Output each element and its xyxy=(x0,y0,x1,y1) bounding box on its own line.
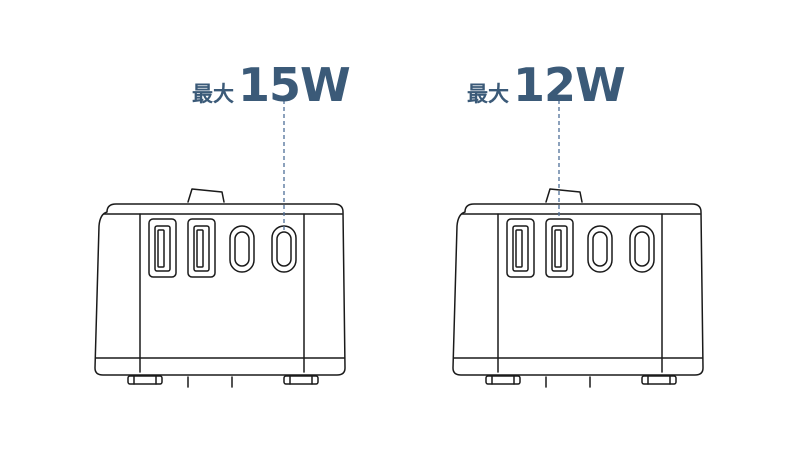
left-wattage-callout: 最大 15W xyxy=(192,58,351,112)
usb-a-port-1 xyxy=(148,218,177,278)
right-travel-adapter xyxy=(452,188,704,388)
bottom-feet xyxy=(127,375,319,388)
adapter-body xyxy=(94,203,346,376)
left-callout-value: 15W xyxy=(238,58,351,112)
usb-a-port-2 xyxy=(187,218,216,278)
right-callout-value: 12W xyxy=(513,58,626,112)
right-callout-prefix: 最大 xyxy=(467,82,509,106)
usb-a-port-2 xyxy=(545,218,574,278)
front-panel xyxy=(139,213,305,373)
adapter-body xyxy=(452,203,704,376)
usb-c-port-1 xyxy=(587,225,613,273)
right-wattage-callout: 最大 12W xyxy=(467,58,626,112)
usb-c-port-1 xyxy=(229,225,255,273)
top-switch xyxy=(187,188,225,203)
usb-c-port-2 xyxy=(629,225,655,273)
left-travel-adapter xyxy=(94,188,346,388)
bottom-feet xyxy=(485,375,677,388)
top-switch xyxy=(545,188,583,203)
left-callout-prefix: 最大 xyxy=(192,82,234,106)
usb-c-port-2 xyxy=(271,225,297,273)
usb-a-port-1 xyxy=(506,218,535,278)
front-panel xyxy=(497,213,663,373)
